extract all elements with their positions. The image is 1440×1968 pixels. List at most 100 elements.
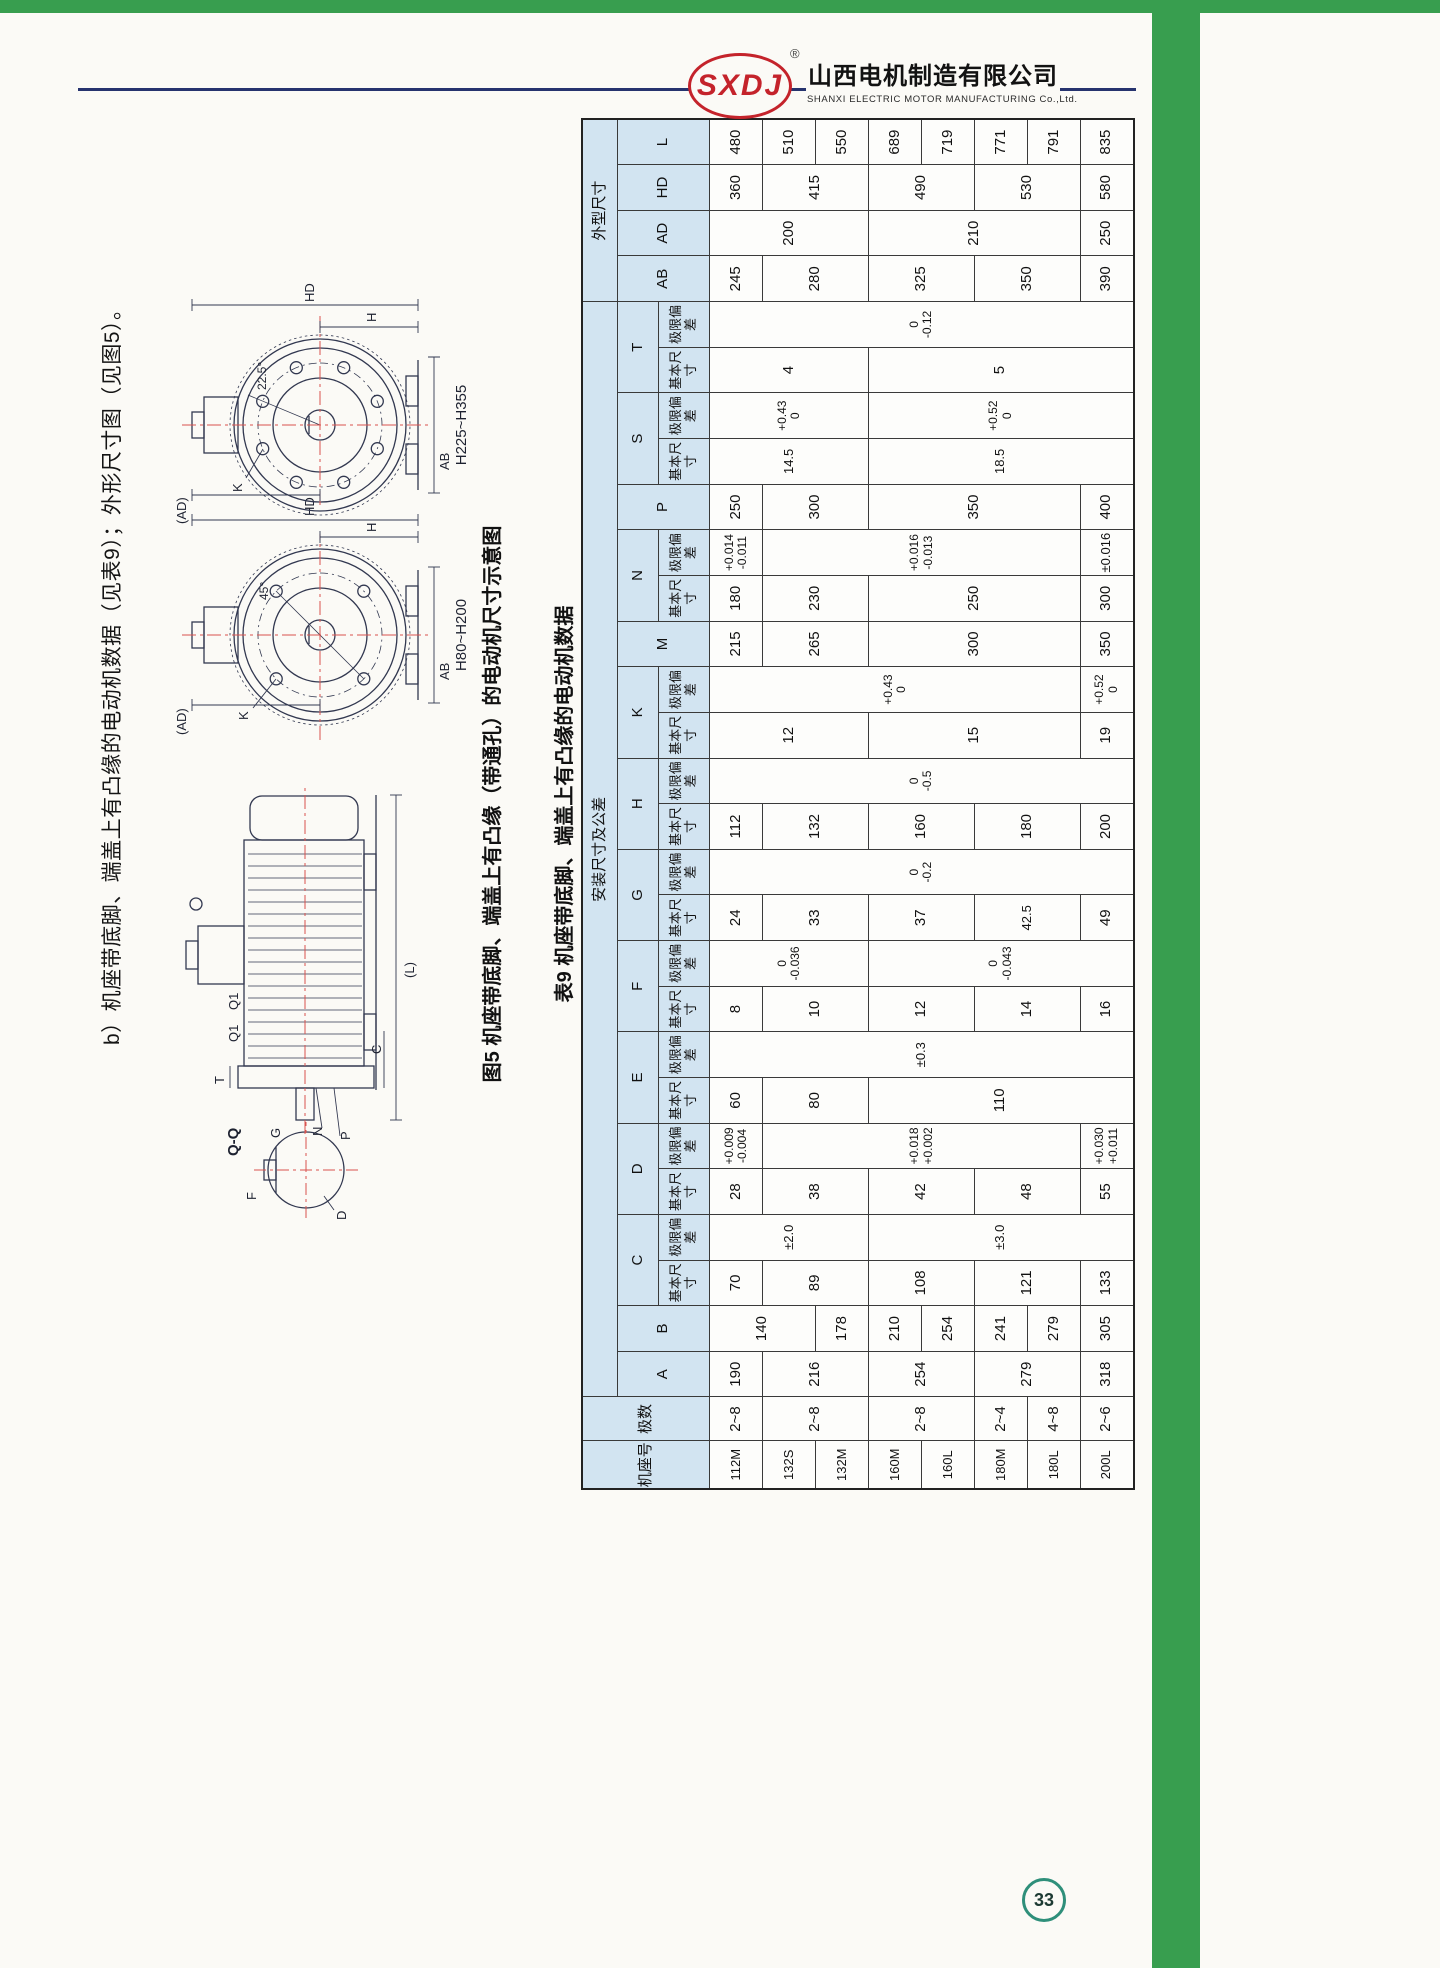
spec-table-cell: 300 [868, 621, 1081, 667]
spec-table-cell: 580 [1080, 164, 1134, 211]
dim-ab-small-label: AB [437, 663, 452, 680]
dim-f-label: F [244, 1192, 259, 1200]
figure5-drawing: Q-Q F G D [174, 283, 470, 1220]
dim-length-label: (L) [402, 962, 417, 978]
spec-table-cell: 305 [1080, 1305, 1134, 1352]
spec-table-cell: 42.5 [974, 894, 1081, 941]
spec-table-cell: 160M [868, 1441, 922, 1489]
spec-table-cell: 350 [868, 484, 1081, 530]
dim-t-label: T [212, 1076, 227, 1084]
spec-table-cell: 318 [1080, 1351, 1134, 1397]
spec-table-cell: 215 [709, 621, 763, 667]
spec-table-cell: 200L [1080, 1441, 1134, 1489]
spec-table-cell: +0.52 0 [868, 392, 1134, 439]
spec-table-header-cell: 极限偏差 [658, 666, 710, 713]
angle-small-label: 45° [257, 582, 271, 600]
dim-ad-small-label: (AD) [174, 708, 189, 735]
spec-table-cell: +0.52 0 [1080, 666, 1134, 713]
spec-table-cell: 110 [868, 1077, 1134, 1124]
spec-table-cell: 490 [868, 164, 975, 211]
dim-q1-label: Q1 [226, 1025, 241, 1042]
spec-table-cell: 719 [921, 119, 975, 165]
spec-table-cell: 279 [1027, 1305, 1081, 1352]
dim-h-large-label: H [364, 313, 379, 322]
spec-table-header-cell: 基本尺寸 [658, 712, 710, 759]
spec-table-cell: 133 [1080, 1260, 1134, 1306]
spec-table-header-cell: 极限偏差 [658, 940, 710, 987]
spec-table-cell: 300 [762, 484, 869, 530]
spec-table-cell: +0.43 0 [709, 392, 869, 439]
spec-table-cell: 15 [868, 712, 1081, 759]
spec-table-cell: 390 [1080, 255, 1134, 302]
page-number: 33 [1033, 1889, 1055, 1910]
spec-table-cell: 250 [868, 575, 1081, 622]
table9-caption: 表9 机座带底脚、端盖上有凸缘的电动机数据 [554, 605, 576, 1003]
section-heading: b）机座带底脚、端盖上有凸缘的电动机数据（见表9）；外形尺寸图（见图5）。 [101, 298, 124, 1045]
spec-table-cell: 254 [921, 1305, 975, 1352]
spec-table-header-cell: M [617, 621, 710, 667]
spec-table-cell: 48 [974, 1168, 1081, 1215]
spec-table-cell: 121 [974, 1260, 1081, 1306]
spec-table-cell: 689 [868, 119, 922, 165]
spec-table-cell: 210 [868, 210, 1081, 256]
spec-table-cell: 18.5 [868, 438, 1134, 485]
spec-table-cell: 60 [709, 1077, 763, 1124]
spec-table-cell: 140 [709, 1305, 816, 1352]
dim-c-label: C [369, 1045, 384, 1054]
spec-table-cell: 132 [762, 803, 869, 850]
spec-table-cell: ±3.0 [868, 1214, 1134, 1261]
spec-table-header-cell: 极限偏差 [658, 529, 710, 576]
spec-table-header-cell: HD [617, 164, 710, 211]
spec-table-cell: 33 [762, 894, 869, 941]
dim-h-small-label: H [364, 523, 379, 532]
spec-table-cell: 200 [1080, 803, 1134, 850]
registered-mark-icon: ® [790, 46, 800, 61]
spec-table-cell: 250 [709, 484, 763, 530]
spec-table-cell: 0 -0.043 [868, 940, 1134, 987]
spec-table-cell: 2~6 [1080, 1397, 1134, 1441]
spec-table-cell: 132M [815, 1441, 869, 1489]
spec-table-header-cell: P [617, 484, 710, 530]
spec-table-cell: 38 [762, 1168, 869, 1215]
motor-side-view [185, 784, 402, 1137]
spec-table-cell: 180L [1027, 1441, 1081, 1489]
spec-table-header-cell: 安装尺寸及公差 [582, 301, 618, 1397]
spec-table-cell: 0 -0.5 [709, 758, 1134, 804]
spec-table-header-cell: AD [617, 210, 710, 256]
spec-table-header-cell: 极限偏差 [658, 1214, 710, 1261]
spec-table-header-cell: 极限偏差 [658, 758, 710, 804]
spec-table-cell: 70 [709, 1260, 763, 1306]
spec-table-cell: 42 [868, 1168, 975, 1215]
spec-table-cell: 835 [1080, 119, 1134, 165]
spec-table-cell: 400 [1080, 484, 1134, 530]
spec-table-cell: 241 [974, 1305, 1028, 1352]
spec-table-cell: 280 [762, 255, 869, 302]
spec-table-header-cell: H [617, 758, 659, 850]
spec-table-cell: 8 [709, 986, 763, 1032]
spec-table-cell: 245 [709, 255, 763, 302]
spec-table-header-cell: 基本尺寸 [658, 1260, 710, 1306]
spec-table-cell: 16 [1080, 986, 1134, 1032]
spec-table-cell: +0.016 -0.013 [762, 529, 1081, 576]
spec-table-cell: 480 [709, 119, 763, 165]
spec-table-cell: 12 [868, 986, 975, 1032]
spec-table-header-cell: 极限偏差 [658, 849, 710, 895]
spec-table-cell: 200 [709, 210, 869, 256]
spec-table-cell: 2~8 [762, 1397, 869, 1441]
dim-g-label: G [268, 1128, 283, 1138]
spec-table-cell: 2~8 [709, 1397, 763, 1441]
spec-table-cell: +0.018 +0.002 [762, 1123, 1081, 1169]
spec-table-cell: 55 [1080, 1168, 1134, 1215]
spec-table-header-cell: 机座号 [582, 1441, 710, 1489]
company-name-en: SHANXI ELECTRIC MOTOR MANUFACTURING Co.,… [807, 94, 1078, 105]
dim-d-label: D [334, 1211, 349, 1220]
section-label: Q-Q [225, 1127, 242, 1156]
dim-n-label: N [310, 1127, 325, 1136]
spec-table-cell: 160L [921, 1441, 975, 1489]
spec-table-cell: ±0.3 [709, 1031, 1134, 1078]
spec-table-cell: 14.5 [709, 438, 869, 485]
spec-table-header-cell: 外型尺寸 [582, 119, 618, 302]
frame-range-small: H80~H200 [453, 599, 470, 671]
